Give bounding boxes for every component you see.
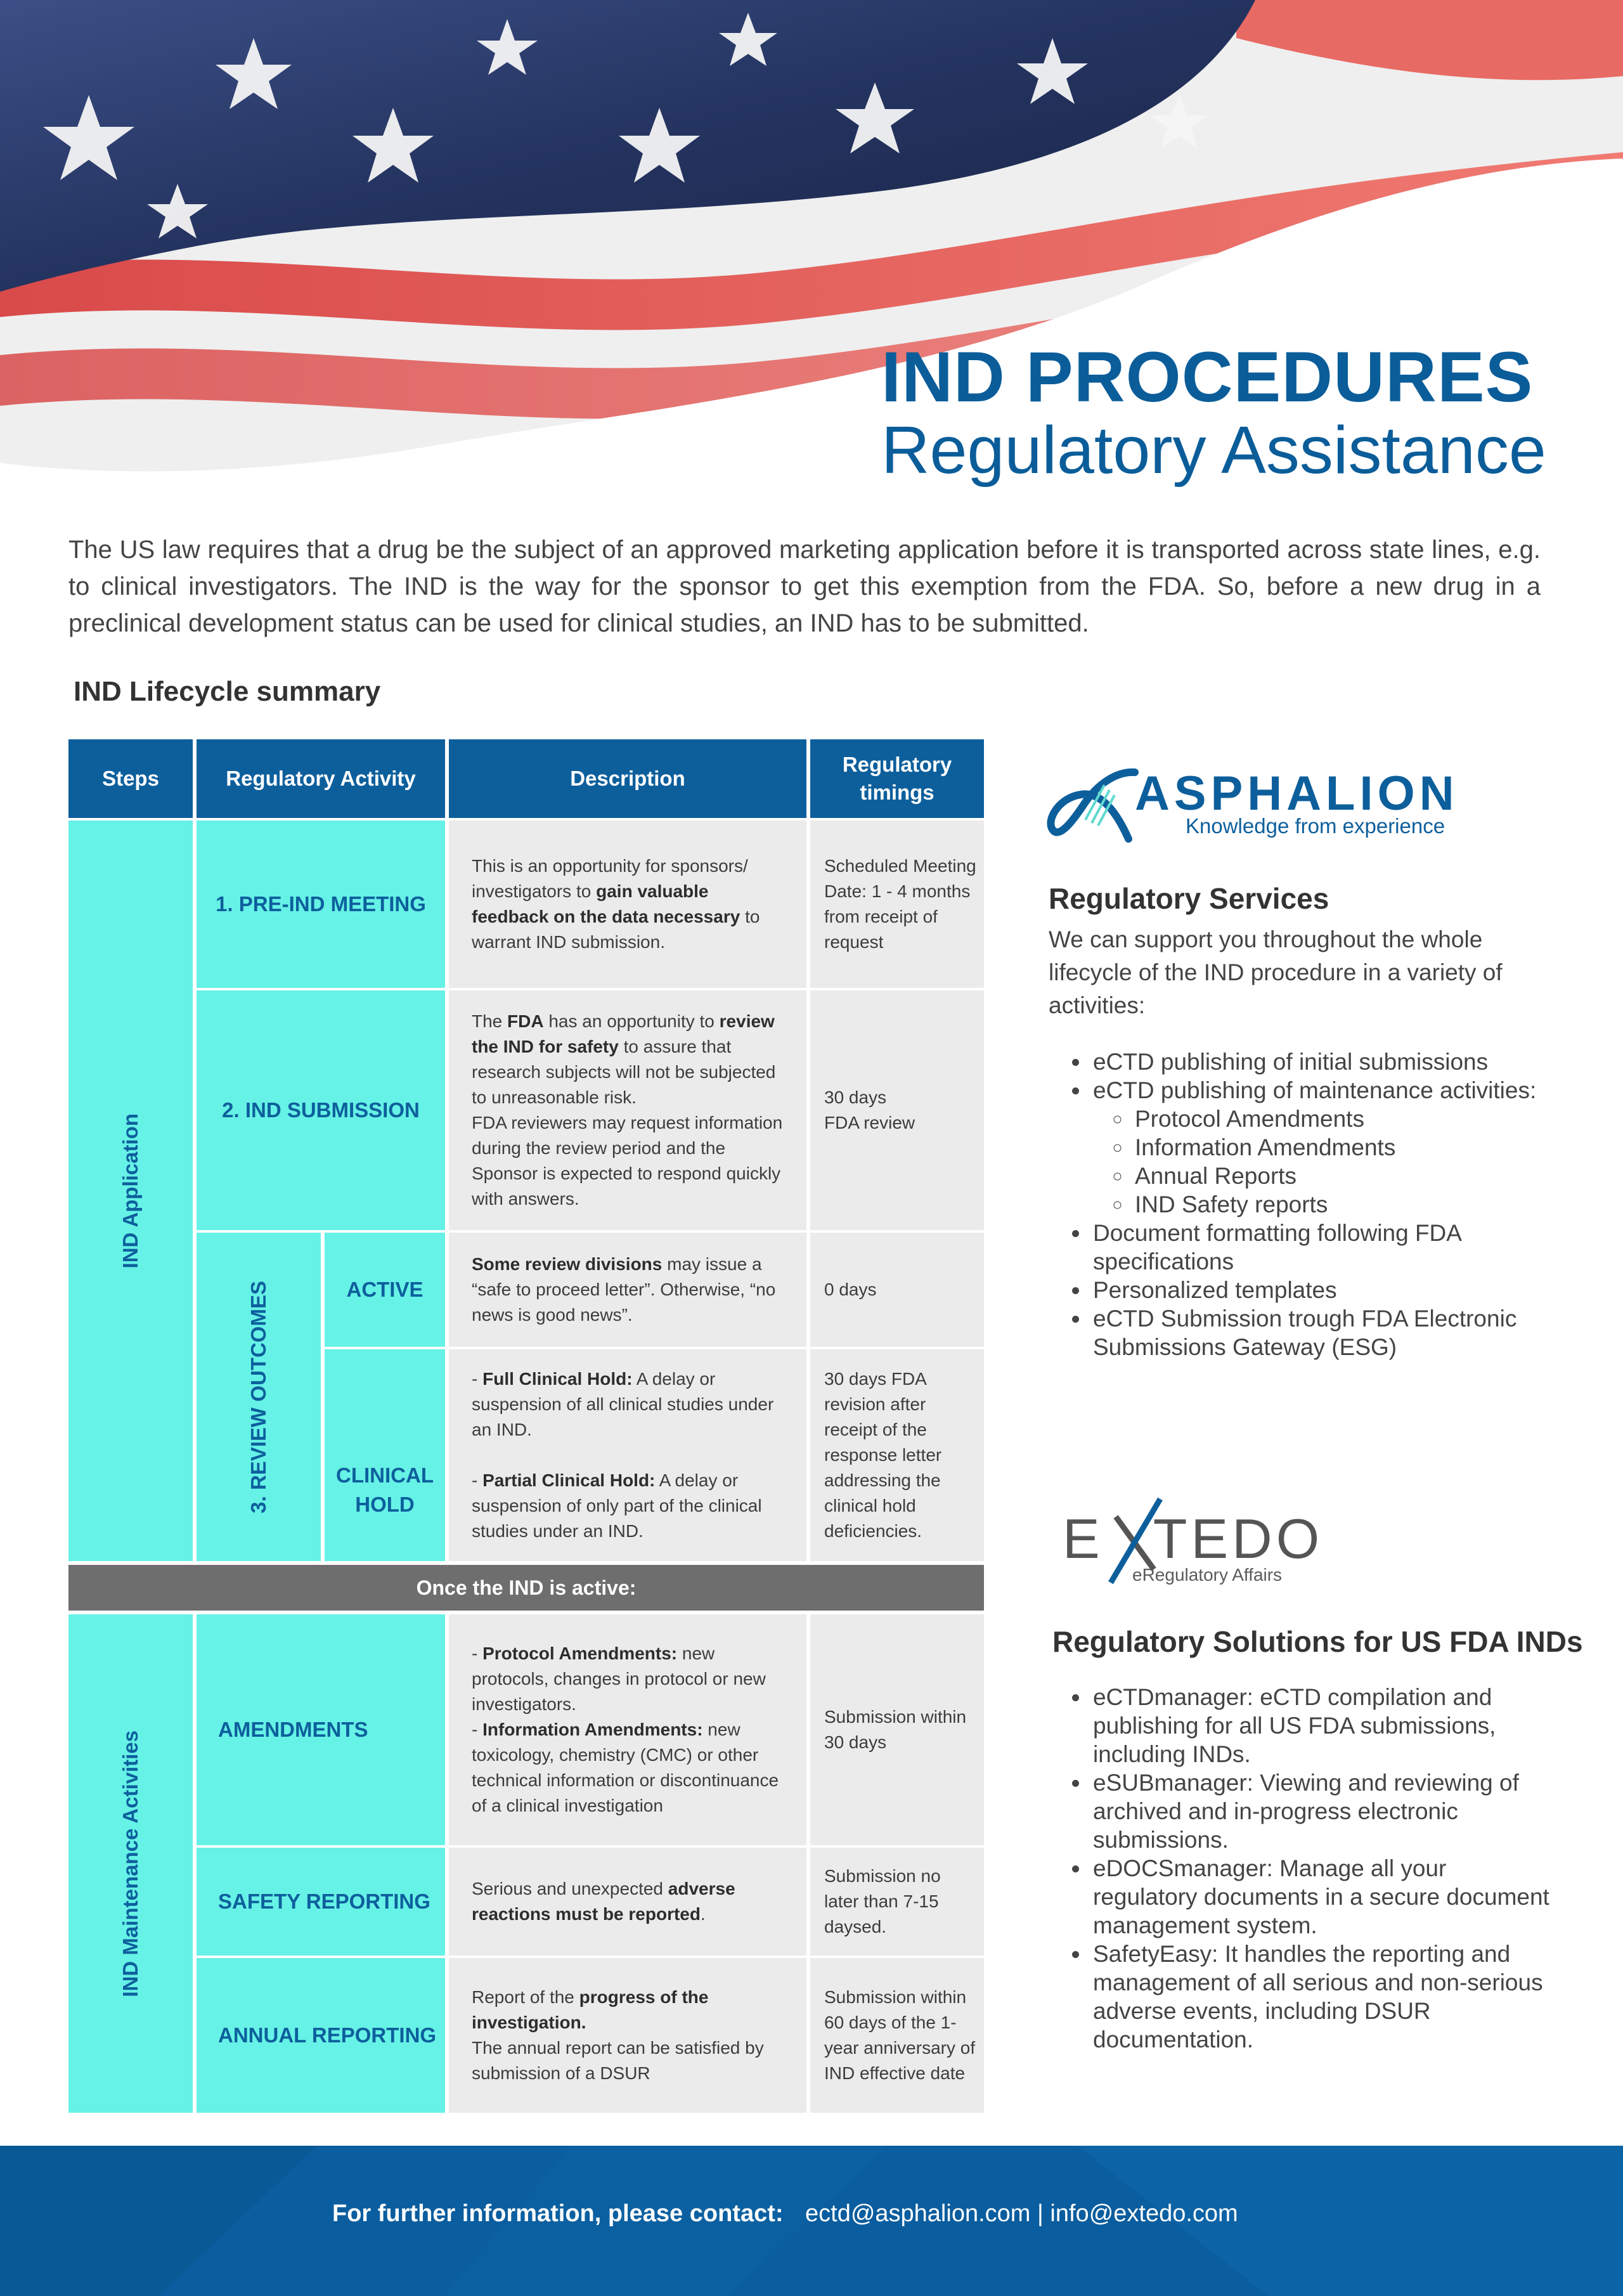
description-clinical-hold: - Full Clinical Hold: A delay or suspens… xyxy=(449,1349,806,1561)
lifecycle-heading: IND Lifecycle summary xyxy=(74,676,381,707)
activity-annual-reporting: ANNUAL REPORTING xyxy=(197,1958,445,2113)
timing-active: 0 days xyxy=(810,1233,984,1347)
description-pre-ind-meeting: This is an opportunity for sponsors/ inv… xyxy=(449,820,806,988)
description-annual-reporting: Report of the progress of the investigat… xyxy=(449,1958,806,2113)
list-item: Document formatting following FDA specif… xyxy=(1090,1219,1572,1276)
group-review-outcomes: 3. REVIEW OUTCOMES xyxy=(197,1233,321,1561)
timing-clinical-hold: 30 days FDA revision after receipt of th… xyxy=(810,1349,984,1561)
group-ind-application: IND Application xyxy=(68,820,193,1561)
regulatory-services-intro: We can support you throughout the whole … xyxy=(1049,926,1503,1018)
description-ind-submission: The FDA has an opportunity to review the… xyxy=(449,990,806,1230)
group-ind-maintenance: IND Maintenance Activities xyxy=(68,1614,193,2113)
footer-background-pattern xyxy=(0,2146,1623,2296)
regulatory-solutions-list: eCTDmanager: eCTD compilation and publis… xyxy=(1049,1683,1553,2054)
extedo-tagline: eRegulatory Affairs xyxy=(1132,1565,1283,1585)
timing-annual-reporting: Submission within 60 days of the 1-year … xyxy=(810,1958,984,2113)
timing-safety-reporting: Submission no later than 7-15 daysed. xyxy=(810,1848,984,1955)
page-title: IND PROCEDURES xyxy=(881,337,1534,417)
list-item: Protocol Amendments xyxy=(1132,1105,1572,1133)
header-steps: Steps xyxy=(68,739,193,818)
regulatory-solutions-heading: Regulatory Solutions for US FDA INDs xyxy=(1052,1625,1583,1658)
asphalion-tagline: Knowledge from experience xyxy=(1186,814,1445,838)
contact-label: For further information, please contact: xyxy=(332,2200,784,2227)
footer-bar xyxy=(0,2146,1623,2296)
timing-ind-submission: 30 days FDA review xyxy=(810,990,984,1230)
maintenance-sublist: Protocol Amendments Information Amendmen… xyxy=(1093,1105,1572,1219)
description-amendments: - Protocol Amendments: new protocols, ch… xyxy=(449,1614,806,1845)
header-regulatory-timings: Regulatory timings xyxy=(810,739,984,818)
activity-amendments: AMENDMENTS xyxy=(197,1614,445,1845)
group-review-outcomes-label: 3. REVIEW OUTCOMES xyxy=(247,1280,270,1514)
activity-clinical-hold: CLINICAL HOLD xyxy=(325,1349,445,1561)
timing-pre-ind-meeting: Scheduled Meeting Date: 1 - 4 months fro… xyxy=(810,820,984,988)
list-item: eCTD publishing of maintenance activitie… xyxy=(1090,1076,1572,1219)
list-item: eSUBmanager: Viewing and reviewing of ar… xyxy=(1090,1768,1553,1854)
asphalion-logo-mark xyxy=(1047,768,1139,843)
page-subtitle: Regulatory Assistance xyxy=(881,413,1546,488)
regulatory-services-heading: Regulatory Services xyxy=(1049,882,1329,915)
list-item: eCTD Submission trough FDA Electronic Su… xyxy=(1090,1304,1572,1361)
timing-amendments: Submission within 30 days xyxy=(810,1614,984,1845)
header-description: Description xyxy=(449,739,806,818)
activity-ind-submission: 2. IND SUBMISSION xyxy=(197,990,445,1230)
flag-header-image xyxy=(0,0,1623,472)
activity-active: ACTIVE xyxy=(325,1233,445,1347)
list-item: Personalized templates xyxy=(1090,1276,1572,1304)
ind-active-separator: Once the IND is active: xyxy=(68,1565,984,1611)
header-timings-line2: timings xyxy=(860,781,934,804)
description-active: Some review divisions may issue a “safe … xyxy=(449,1233,806,1347)
activity-safety-reporting: SAFETY REPORTING xyxy=(197,1848,445,1955)
list-item: IND Safety reports xyxy=(1132,1190,1572,1219)
list-item: eDOCSmanager: Manage all your regulatory… xyxy=(1090,1854,1553,1940)
regulatory-services-list: eCTD publishing of initial submissions e… xyxy=(1049,1047,1572,1361)
header-timings-line1: Regulatory xyxy=(842,753,952,776)
asphalion-logo: ASPHALION xyxy=(1135,767,1459,820)
contact-emails[interactable]: ectd@asphalion.com | info@extedo.com xyxy=(805,2200,1238,2227)
list-item: SafetyEasy: It handles the reporting and… xyxy=(1090,1940,1553,2054)
activity-pre-ind-meeting: 1. PRE-IND MEETING xyxy=(197,820,445,988)
header-regulatory-activity: Regulatory Activity xyxy=(197,739,445,818)
extedo-x-mark xyxy=(1108,1497,1163,1585)
list-item: eCTD publishing of initial submissions xyxy=(1090,1047,1572,1076)
list-item: Annual Reports xyxy=(1132,1162,1572,1190)
list-item: eCTDmanager: eCTD compilation and publis… xyxy=(1090,1683,1553,1768)
description-safety-reporting: Serious and unexpected adverse reactions… xyxy=(449,1848,806,1955)
group-ind-maintenance-label: IND Maintenance Activities xyxy=(119,1730,142,1997)
group-ind-application-label: IND Application xyxy=(119,1113,142,1269)
intro-paragraph: The US law requires that a drug be the s… xyxy=(68,536,1541,637)
list-item: Information Amendments xyxy=(1132,1133,1572,1162)
